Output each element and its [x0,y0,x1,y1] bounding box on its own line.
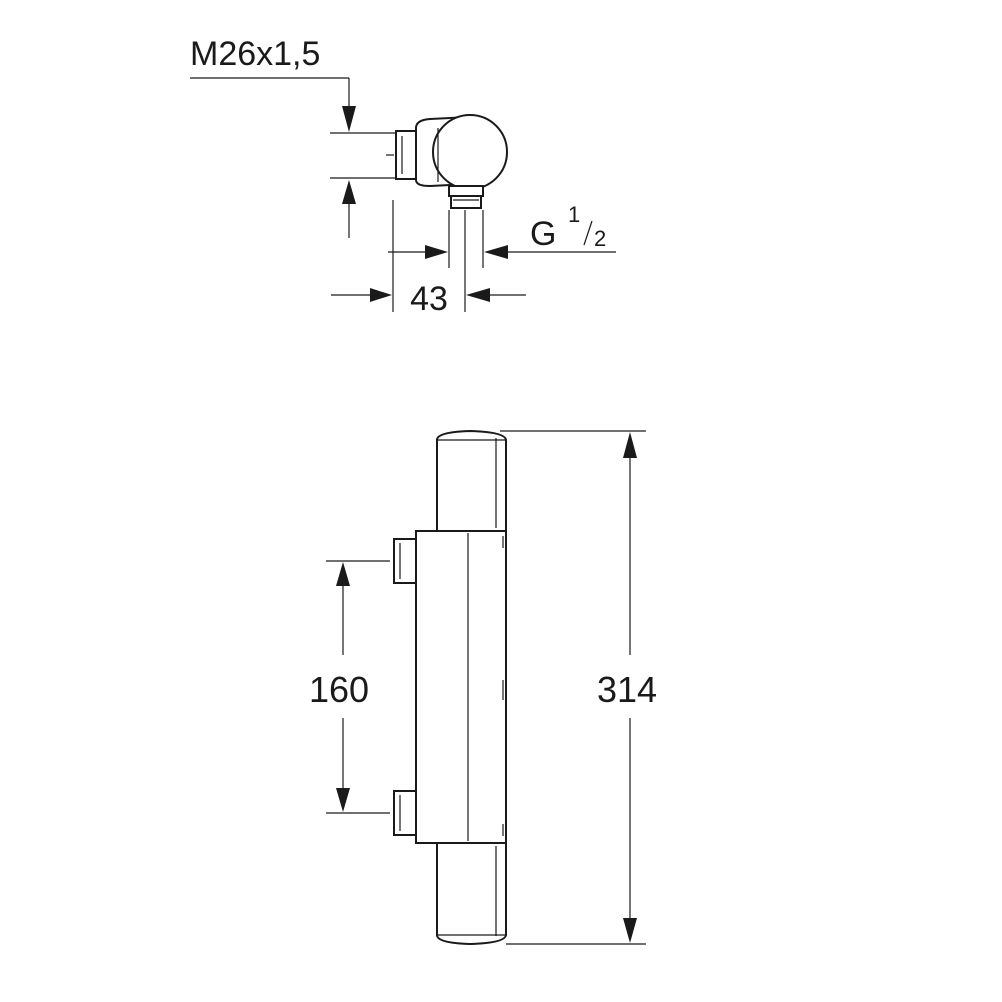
outlet-nipple [450,195,482,209]
top-view: M26x1,5 G 1 2 [190,35,616,318]
g-arrow-left [425,245,448,259]
thread-arrow-down [342,106,356,132]
connection-label: G [530,215,556,253]
connection-fraction-den: 2 [594,226,606,251]
thermostat-body [415,530,507,844]
thread-label: M26x1,5 [190,35,320,73]
height-arrow-bottom [623,918,637,943]
thread-arrow-up [342,180,356,204]
lower-inlet-nipple [393,790,417,836]
front-view: 160 314 [309,429,657,946]
connection-fraction-slash [583,220,593,246]
upper-inlet-nipple [393,538,417,584]
overall-height-dimension: 314 [597,669,657,710]
spacing-arrow-bottom [336,788,350,812]
outlet-collar [448,185,484,197]
offset-dimension: 43 [410,280,448,318]
side-inlet-nipple [395,130,417,180]
top-handle-cap [436,429,507,532]
spacing-arrow-top [336,562,350,586]
bottom-handle-cap [436,842,507,946]
inlet-spacing-dimension: 160 [309,669,369,710]
g-arrow-right [484,245,508,259]
offset-arrow-left [370,288,392,302]
connection-fraction-num: 1 [568,202,580,227]
control-knob [432,114,508,190]
offset-arrow-right [466,288,490,302]
height-arrow-top [623,432,637,458]
